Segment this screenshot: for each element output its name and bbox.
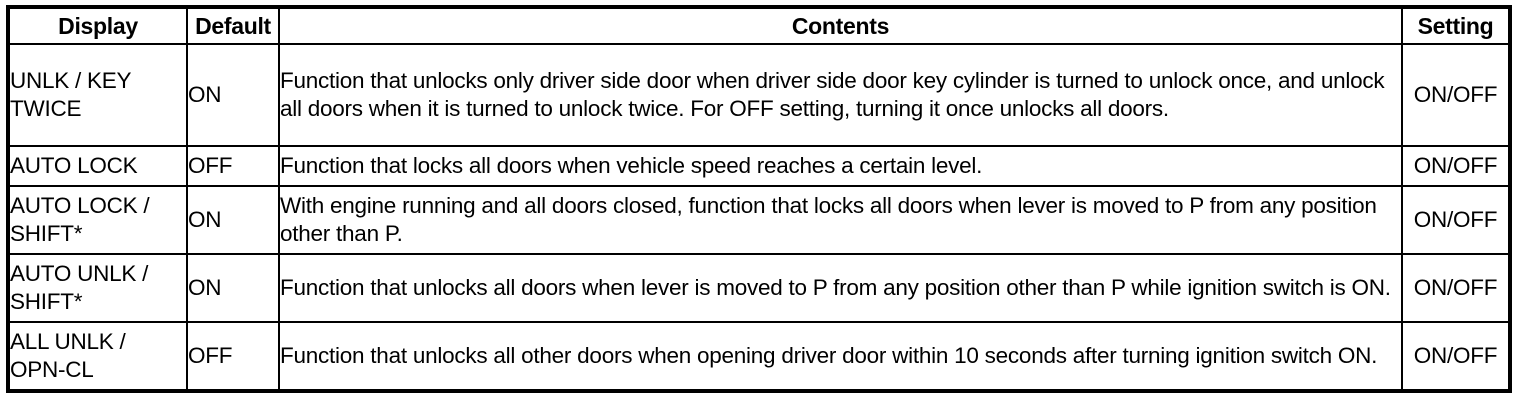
- display-label-line1: AUTO UNLK /: [10, 261, 149, 287]
- cell-display: AUTO LOCK: [7, 145, 188, 187]
- cell-display: AUTO UNLK / SHIFT*: [7, 253, 188, 323]
- display-label-line2: OPN-CL: [10, 357, 94, 382]
- display-label-line2: SHIFT*: [10, 221, 83, 246]
- column-header-default: Default: [186, 6, 280, 45]
- display-label-line2: TWICE: [10, 96, 82, 121]
- column-header-display: Display: [7, 6, 188, 45]
- cell-setting: ON/OFF: [1401, 185, 1511, 255]
- display-label-line1: AUTO LOCK: [10, 153, 138, 179]
- cell-default: OFF: [186, 145, 280, 187]
- table-row: ALL UNLK / OPN-CL OFF Function that unlo…: [7, 321, 1511, 392]
- cell-display: AUTO LOCK / SHIFT*: [7, 185, 188, 255]
- table-row: AUTO LOCK / SHIFT* ON With engine runnin…: [7, 185, 1511, 255]
- table-row: AUTO UNLK / SHIFT* ON Function that unlo…: [7, 253, 1511, 323]
- column-header-contents: Contents: [278, 6, 1403, 45]
- table-header-row: Display Default Contents Setting: [7, 6, 1511, 45]
- cell-setting: ON/OFF: [1401, 321, 1511, 392]
- cell-setting: ON/OFF: [1401, 253, 1511, 323]
- cell-default: OFF: [186, 321, 280, 392]
- cell-default: ON: [186, 253, 280, 323]
- display-label-line2: SHIFT*: [10, 289, 83, 314]
- cell-display: ALL UNLK / OPN-CL: [7, 321, 188, 392]
- display-label-line1: UNLK / KEY: [10, 68, 132, 94]
- cell-contents: Function that unlocks all other doors wh…: [278, 321, 1403, 392]
- column-header-setting: Setting: [1401, 6, 1511, 45]
- cell-contents: Function that locks all doors when vehic…: [278, 145, 1403, 187]
- display-label-line1: AUTO LOCK /: [10, 193, 150, 219]
- cell-contents: Function that unlocks only driver side d…: [278, 43, 1403, 147]
- cell-contents: Function that unlocks all doors when lev…: [278, 253, 1403, 323]
- cell-display: UNLK / KEY TWICE: [7, 43, 188, 147]
- table-row: UNLK / KEY TWICE ON Function that unlock…: [7, 43, 1511, 147]
- cell-setting: ON/OFF: [1401, 43, 1511, 147]
- table-row: AUTO LOCK OFF Function that locks all do…: [7, 145, 1511, 187]
- cell-contents: With engine running and all doors closed…: [278, 185, 1403, 255]
- cell-default: ON: [186, 43, 280, 147]
- display-label-line1: ALL UNLK /: [10, 329, 126, 355]
- door-lock-settings-table: Display Default Contents Setting UNLK / …: [6, 5, 1512, 393]
- cell-default: ON: [186, 185, 280, 255]
- cell-setting: ON/OFF: [1401, 145, 1511, 187]
